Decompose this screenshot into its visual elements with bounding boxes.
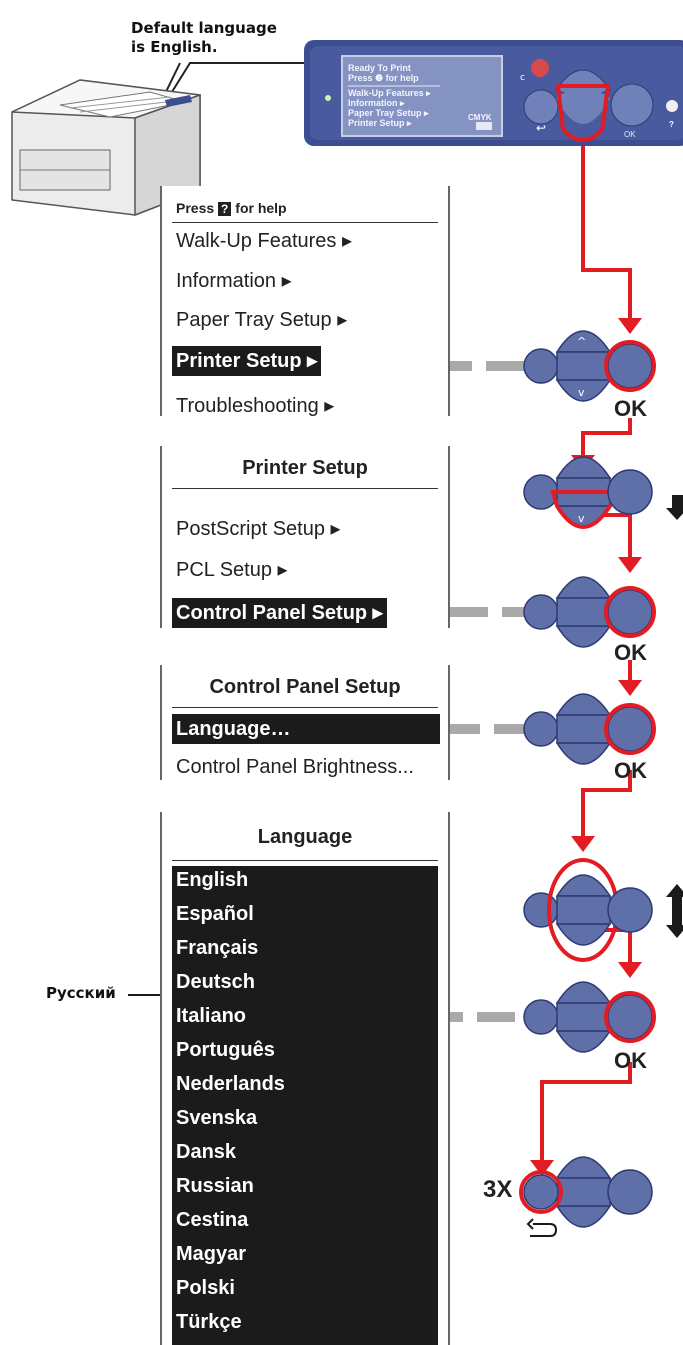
panel-cancel-button[interactable] xyxy=(531,59,549,77)
menu2-divider xyxy=(172,488,438,489)
panel-ok-button[interactable] xyxy=(610,83,654,127)
lcd-screen xyxy=(341,55,503,137)
help-icon: ? xyxy=(218,202,232,216)
menu1-help-row: Press ? for help xyxy=(176,200,287,216)
back-arrow-icon xyxy=(526,1218,558,1237)
lcd-line-2: Press ❷ for help xyxy=(348,73,419,83)
callout-line-1: Default language xyxy=(131,19,277,37)
language-item[interactable]: Magyar xyxy=(176,1243,247,1265)
menu-item-troubleshooting[interactable]: Troubleshooting ▸ xyxy=(176,395,335,417)
menu-item-paper-tray-setup[interactable]: Paper Tray Setup ▸ xyxy=(176,309,348,331)
panel-down-highlight xyxy=(556,84,610,142)
lcd-line-4: Information ▸ xyxy=(348,98,405,108)
language-item[interactable]: Español xyxy=(176,903,254,925)
ready-led xyxy=(325,95,331,101)
control-panel-setup-title: Control Panel Setup xyxy=(209,676,401,698)
menu-item-printer-setup[interactable]: Printer Setup ▸ xyxy=(172,346,322,376)
printer-illustration xyxy=(11,79,201,250)
menu-item-control-panel-setup[interactable]: Control Panel Setup ▸ xyxy=(172,598,387,628)
menu1-divider xyxy=(172,222,438,223)
menu-item-control-panel-brightness[interactable]: Control Panel Brightness... xyxy=(176,756,414,778)
button-group-down: v xyxy=(523,456,683,529)
panel-ok-label: OK xyxy=(624,130,636,139)
language-screen: Language English Español Français Deutsc… xyxy=(160,812,450,1345)
menu-item-postscript-setup[interactable]: PostScript Setup ▸ xyxy=(176,518,341,540)
button-group-ok-2 xyxy=(523,576,656,648)
ok-label-4: OK xyxy=(614,1048,647,1073)
lcd-line-1: Ready To Print xyxy=(348,63,411,73)
lcd-cmyk-label: CMYK xyxy=(468,113,492,122)
down-arrow-icon xyxy=(666,495,683,520)
menu1-help-suffix: for help xyxy=(235,200,287,216)
repeat-count-label: 3X xyxy=(483,1176,513,1203)
panel-help-button[interactable] xyxy=(666,100,678,112)
language-item[interactable]: English xyxy=(176,869,249,891)
language-item[interactable]: Nederlands xyxy=(176,1073,285,1095)
button-group-ok-1: ^ v xyxy=(523,330,656,402)
language-list xyxy=(172,866,438,1345)
language-item[interactable]: Dansk xyxy=(176,1141,237,1163)
side-label-russian: Русский xyxy=(46,984,116,1002)
up-down-arrow-icon xyxy=(666,884,683,938)
panel-cancel-glyph: c xyxy=(520,73,525,83)
panel-back-button[interactable] xyxy=(523,89,559,125)
menu3-divider xyxy=(172,707,438,708)
lcd-text-block: Ready To Print Press ❷ for help Walk-Up … xyxy=(342,59,492,135)
menu-item-information[interactable]: Information ▸ xyxy=(176,270,292,292)
button-group-ok-4 xyxy=(523,981,656,1053)
control-panel: ↩ c xyxy=(304,40,683,146)
control-panel-setup-screen: Control Panel Setup Language… Control Pa… xyxy=(160,665,450,780)
language-item[interactable]: Français xyxy=(176,937,259,959)
panel-back-glyph: ↩ xyxy=(536,121,546,135)
main-menu-screen: Press ? for help Walk-Up Features ▸ Info… xyxy=(160,186,450,417)
language-item[interactable]: Polski xyxy=(176,1277,235,1299)
printer-setup-title: Printer Setup xyxy=(242,457,368,479)
panel-down-button[interactable] xyxy=(556,88,610,124)
button-group-updown xyxy=(523,858,683,962)
ok-label-2: OK xyxy=(614,640,647,665)
menu-item-pcl-setup[interactable]: PCL Setup ▸ xyxy=(176,559,288,581)
svg-text:v: v xyxy=(578,386,585,399)
menu-item-walk-up-features[interactable]: Walk-Up Features ▸ xyxy=(176,230,353,252)
button-group-ok-3 xyxy=(523,693,656,765)
language-item[interactable]: Português xyxy=(176,1039,275,1061)
language-item[interactable]: Cestina xyxy=(176,1209,249,1231)
lcd-line-6: Printer Setup ▸ xyxy=(348,118,412,128)
language-item[interactable]: Italiano xyxy=(176,1005,247,1027)
menu1-press-label: Press xyxy=(176,200,215,216)
lcd-line-5: Paper Tray Setup ▸ xyxy=(348,108,429,118)
language-item[interactable]: Svenska xyxy=(176,1107,258,1129)
menu-item-language[interactable]: Language… xyxy=(172,714,440,744)
language-item-russian[interactable]: Russian xyxy=(176,1175,254,1197)
language-title: Language xyxy=(257,826,353,848)
menu4-divider xyxy=(172,860,438,861)
svg-text:^: ^ xyxy=(577,335,586,348)
ok-label-1: OK xyxy=(614,396,647,421)
callout-line-2: is English. xyxy=(131,38,218,56)
panel-help-label: ? xyxy=(669,120,674,129)
button-group-back xyxy=(519,1156,653,1237)
svg-text:v: v xyxy=(578,512,585,525)
printer-setup-screen: Printer Setup PostScript Setup ▸ PCL Set… xyxy=(160,446,450,628)
callout-text: Default language is English. xyxy=(131,19,277,57)
lcd-line-3: Walk-Up Features ▸ xyxy=(348,88,431,98)
language-item[interactable]: Deutsch xyxy=(176,971,255,993)
language-item[interactable]: Türkçe xyxy=(176,1311,242,1333)
ok-label-3: OK xyxy=(614,758,647,783)
